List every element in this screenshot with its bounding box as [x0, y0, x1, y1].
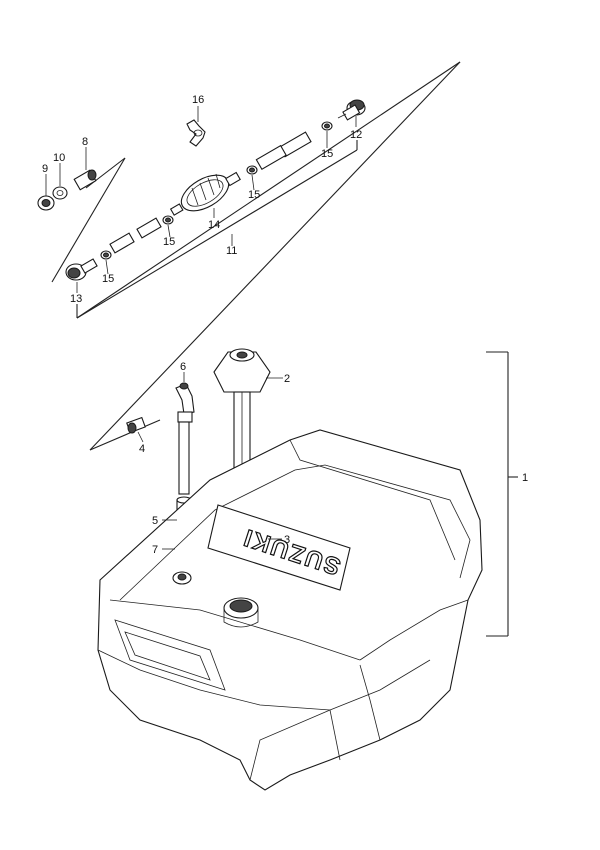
- leader-lines: [45, 106, 357, 550]
- callout-15-d: 15: [102, 273, 114, 285]
- clamp-15-upper: [321, 121, 333, 131]
- washer-10: [52, 186, 68, 200]
- connector-13: [65, 258, 98, 281]
- connector-8: [73, 169, 97, 191]
- tank-bracket: [486, 351, 518, 637]
- callout-12: 12: [350, 129, 362, 141]
- clamp-15-mid: [246, 165, 258, 175]
- cap-9: [37, 195, 55, 211]
- callout-3: 3: [284, 534, 290, 546]
- clamp-15-end: [100, 250, 112, 260]
- hose-assembly-frame: [51, 61, 461, 451]
- callout-11: 11: [226, 245, 237, 257]
- fuel-tank-1: SUZUKI: [97, 429, 483, 791]
- callout-1: 1: [522, 472, 528, 484]
- callouts: 1 2 3 4 5 6 7 8 9 10 11 12 13 13 14 15 1…: [42, 94, 528, 556]
- callout-2: 2: [284, 373, 290, 385]
- callout-5: 5: [152, 515, 158, 527]
- callout-4: 4: [139, 443, 145, 455]
- callout-16: 16: [192, 94, 204, 106]
- tube-6: [178, 421, 190, 495]
- callout-15-c: 15: [163, 236, 175, 248]
- clamp-15-lower: [162, 215, 174, 225]
- callout-15-a: 15: [321, 148, 333, 160]
- callout-9: 9: [42, 163, 48, 175]
- elbow-6: [175, 382, 195, 423]
- primer-bulb-14: [169, 171, 241, 216]
- callout-8: 8: [82, 136, 88, 148]
- callout-14: 14: [208, 219, 220, 231]
- callout-6: 6: [180, 361, 186, 373]
- callout-15-b: 15: [248, 189, 260, 201]
- hose-clip-16: [186, 119, 206, 147]
- fuel-hose-segments: [109, 131, 312, 254]
- vent-screw-4: [126, 416, 146, 434]
- callout-7: 7: [152, 544, 158, 556]
- callout-13-upper: 13: [70, 293, 82, 305]
- callout-10: 10: [53, 152, 65, 164]
- connector-12: [337, 99, 366, 121]
